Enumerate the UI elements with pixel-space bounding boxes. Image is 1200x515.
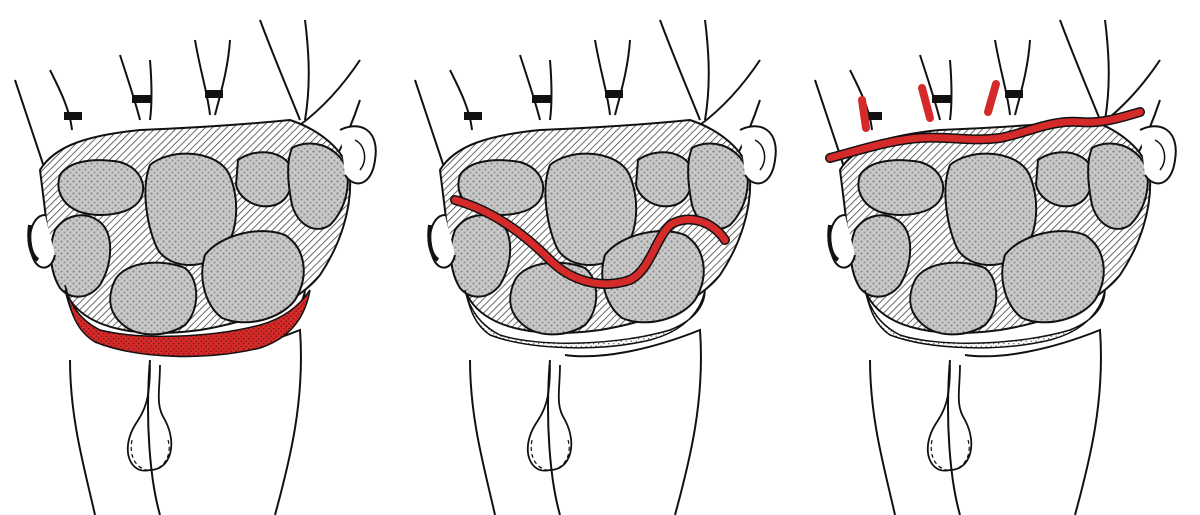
wrist-illustration-2 [400,0,800,515]
wrist-illustration-1 [0,0,400,515]
panel-radiocarpal-joint [0,0,400,515]
panel-carpometacarpal-joints [800,0,1200,515]
panel-midcarpal-joint [400,0,800,515]
wrist-illustration-3 [800,0,1200,515]
